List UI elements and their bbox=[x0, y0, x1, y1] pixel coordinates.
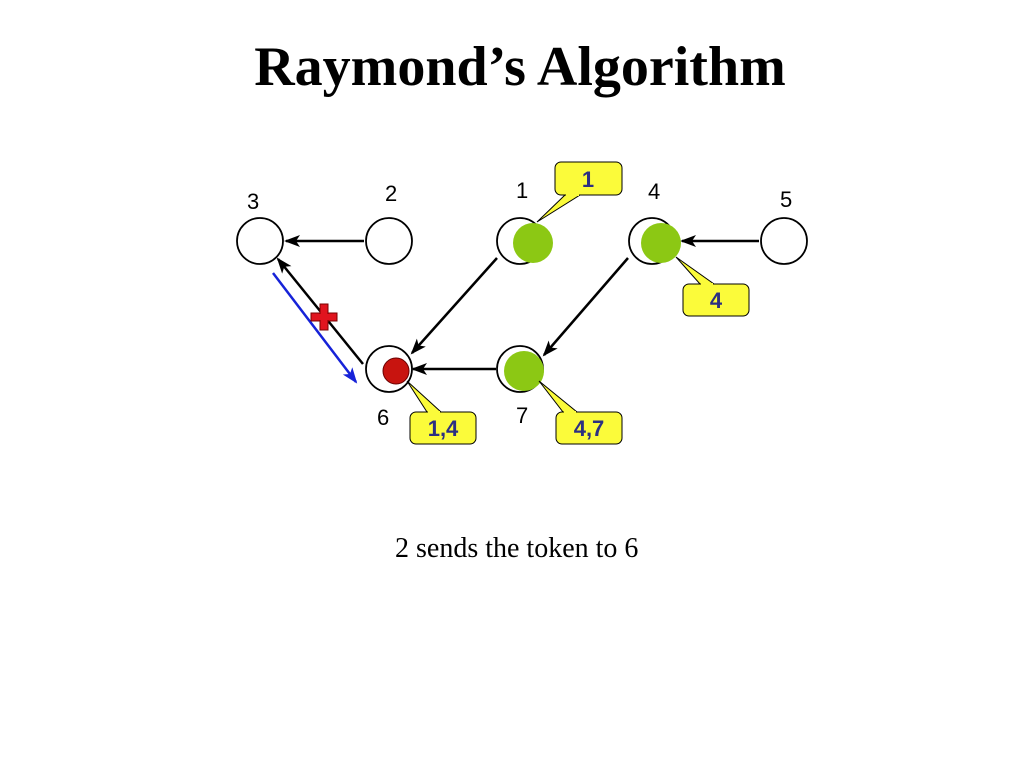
node-4-label: 4 bbox=[648, 179, 660, 204]
queue-callout-node-1: 1 bbox=[536, 161, 623, 223]
queue-text-node-6: 1,4 bbox=[428, 416, 459, 441]
slide-title: Raymond’s Algorithm bbox=[254, 36, 786, 98]
node-3-label: 3 bbox=[247, 189, 259, 214]
node-1-label: 1 bbox=[516, 178, 528, 203]
edge-1-to-6 bbox=[410, 257, 498, 355]
node-5 bbox=[760, 217, 808, 265]
slide-caption: 2 sends the token to 6 bbox=[395, 533, 639, 564]
queue-text-node-7: 4,7 bbox=[574, 416, 605, 441]
queue-callout-node-6: 1,4 bbox=[406, 380, 477, 445]
node-2-label: 2 bbox=[385, 181, 397, 206]
node-1-request-marker bbox=[513, 223, 553, 263]
queue-callout-node-4: 4 bbox=[675, 256, 750, 317]
node-6-label: 6 bbox=[377, 405, 389, 430]
node-2 bbox=[365, 217, 413, 265]
node-7-label: 7 bbox=[516, 403, 528, 428]
queue-text-node-4: 4 bbox=[710, 288, 723, 313]
queue-callout-node-7: 4,7 bbox=[538, 380, 623, 445]
token-transfer-arrow bbox=[272, 272, 358, 384]
cross-mark-icon bbox=[310, 303, 338, 331]
queue-text-node-1: 1 bbox=[582, 167, 594, 192]
node-5-label: 5 bbox=[780, 187, 792, 212]
node-7-request-marker bbox=[504, 351, 544, 391]
node-3 bbox=[236, 217, 284, 265]
node-6-token-marker bbox=[382, 357, 410, 385]
edge-4-to-7 bbox=[542, 257, 629, 357]
node-4-request-marker bbox=[641, 223, 681, 263]
